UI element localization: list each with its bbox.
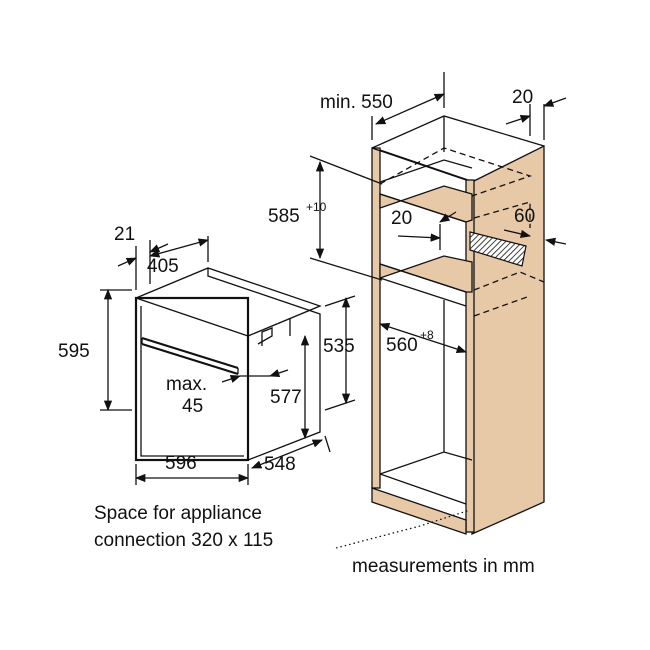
cabinet-dimensions	[309, 72, 567, 354]
cabinet-base	[371, 487, 467, 535]
dim-560-tolerance: +8	[420, 328, 434, 342]
dim-535: 535	[323, 336, 355, 357]
dim-45: 45	[182, 396, 203, 417]
dim-560: 560	[386, 335, 418, 356]
oven-dimensions	[100, 236, 356, 485]
dim-20-inner: 20	[391, 208, 412, 229]
dim-60: 60	[514, 206, 535, 227]
note-units: measurements in mm	[352, 556, 535, 577]
cabinet-side-panel	[471, 144, 545, 536]
note-space-line1: Space for appliance	[94, 503, 262, 524]
oven-drawing	[134, 267, 322, 462]
dim-min-550: min. 550	[320, 92, 393, 113]
cabinet-front-left	[371, 147, 381, 489]
dim-405: 405	[147, 256, 179, 277]
dim-577: 577	[270, 387, 302, 408]
oven-top-face	[135, 267, 322, 337]
dim-20-top: 20	[512, 87, 533, 108]
dim-585: 585	[268, 206, 300, 227]
note-space-line2: connection 320 x 115	[94, 530, 273, 551]
door-handle	[141, 336, 239, 376]
dim-596: 596	[165, 453, 197, 474]
dim-585-tolerance: +10	[306, 200, 327, 214]
dim-548: 548	[264, 454, 296, 475]
ventilation-gap	[469, 231, 527, 267]
cabinet-middle-shelf	[379, 255, 473, 293]
connection-leader-line	[335, 509, 471, 549]
dim-21: 21	[114, 224, 135, 245]
connection-box	[257, 327, 273, 346]
dim-595: 595	[58, 341, 90, 362]
dim-max-label: max.	[166, 374, 207, 395]
cabinet-drawing	[371, 115, 545, 536]
